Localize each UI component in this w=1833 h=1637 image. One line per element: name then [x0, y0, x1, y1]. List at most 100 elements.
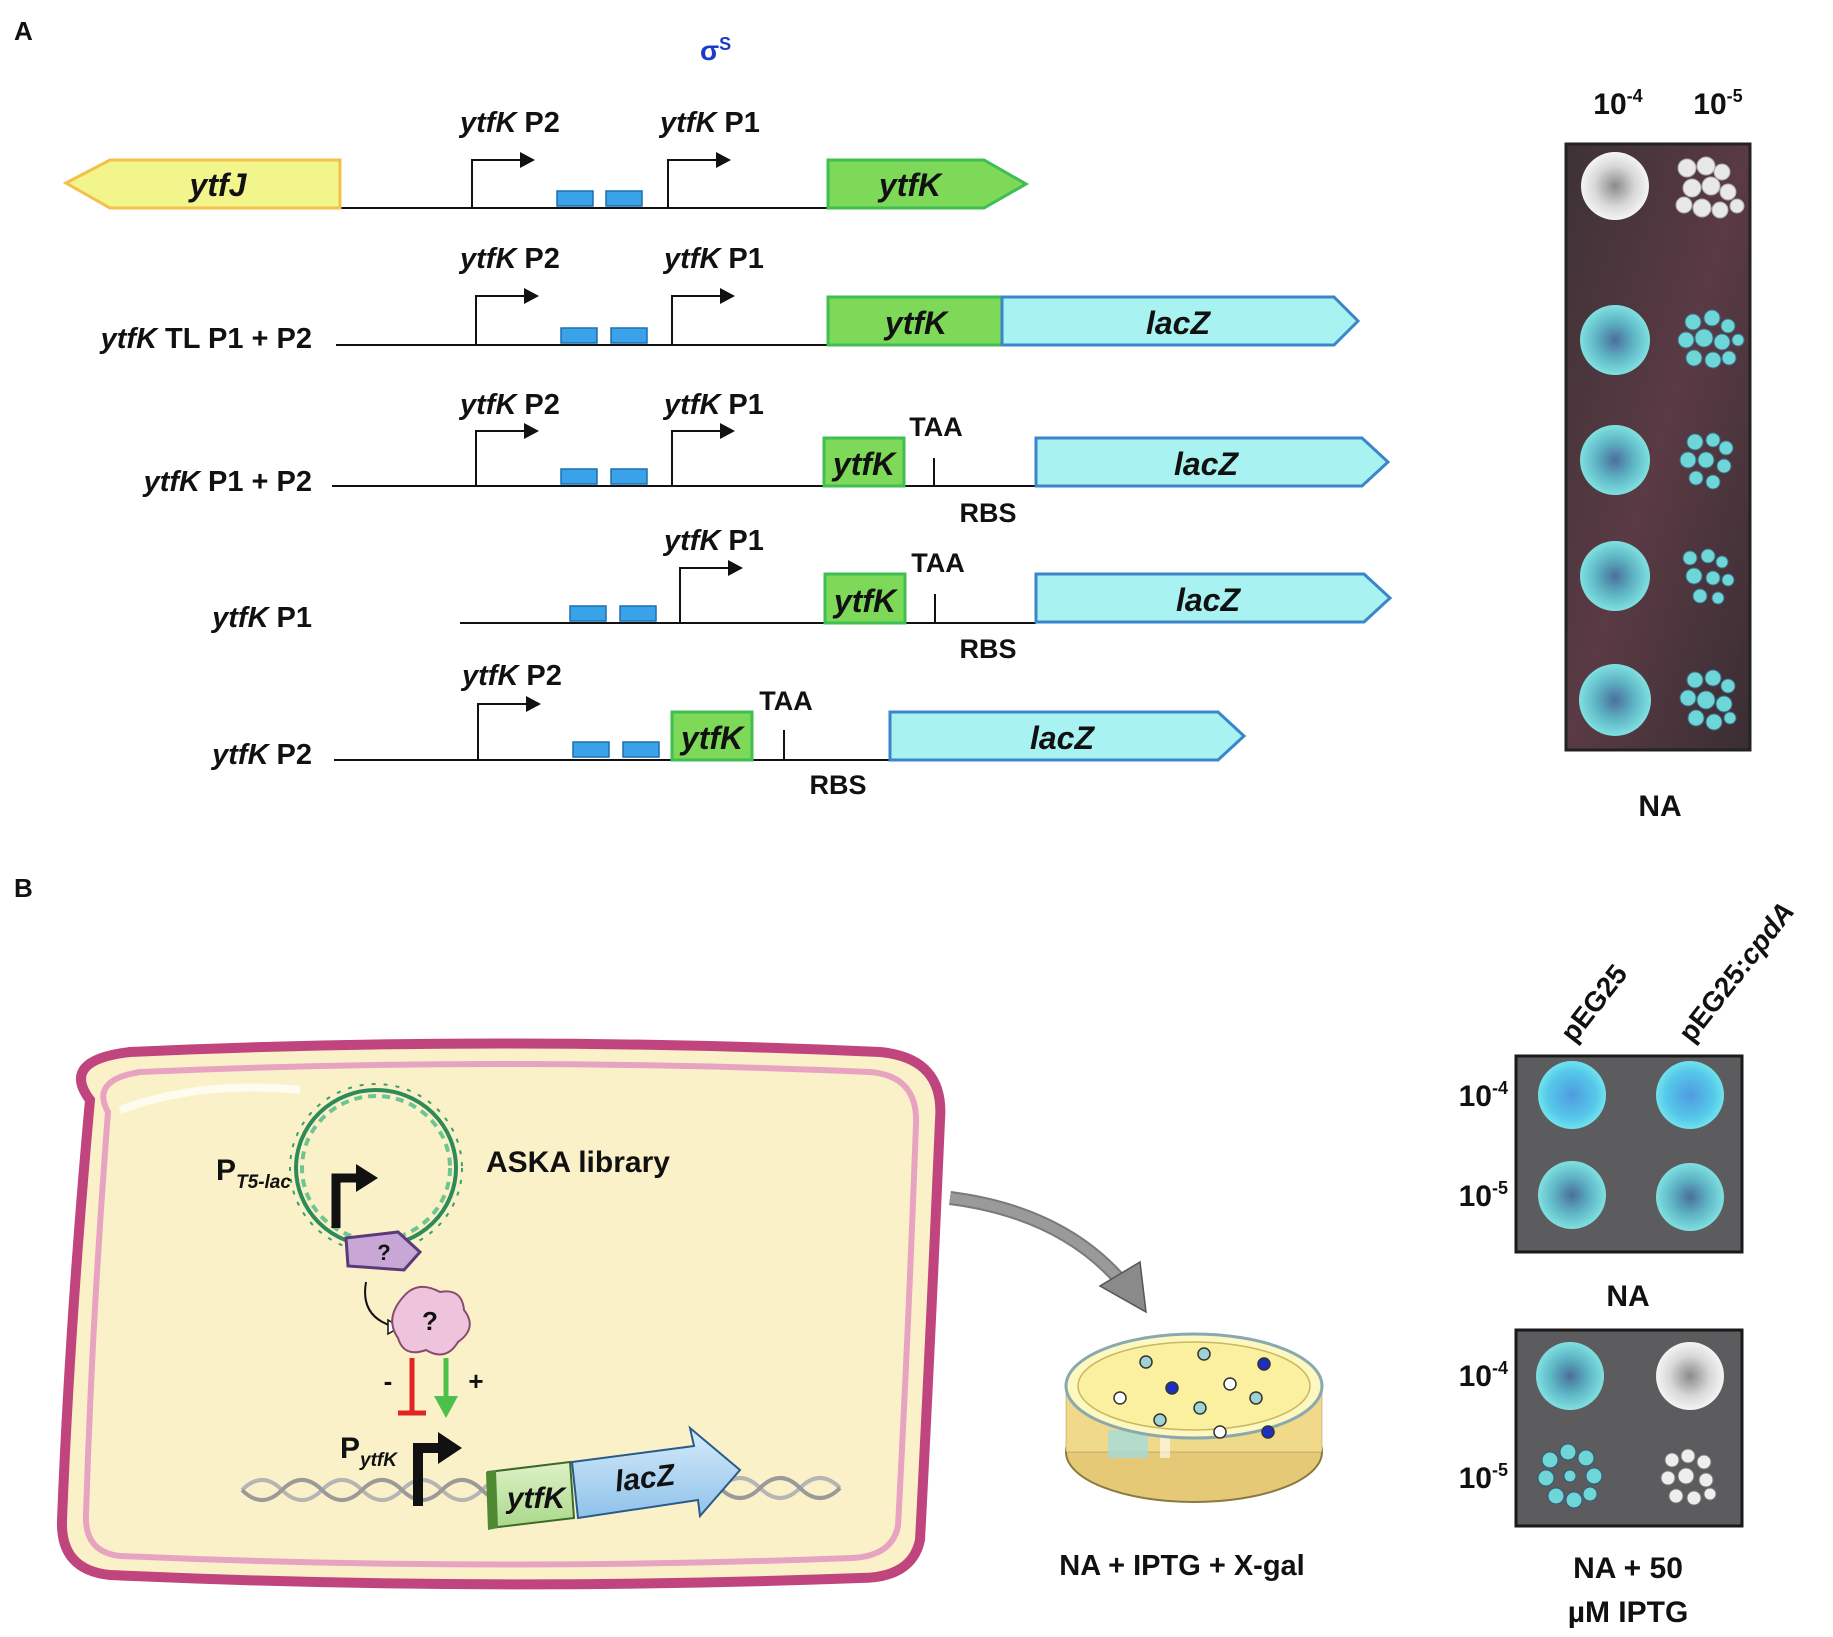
plate-b2-dilution-4: 10-4	[1459, 1358, 1508, 1393]
ytfk-label: ytfK	[832, 583, 899, 619]
unknown-gene-mark: ?	[377, 1240, 390, 1265]
spot-row4-col2	[1682, 548, 1735, 605]
rbs-label: RBS	[809, 770, 866, 800]
spot-row5-col1	[1579, 664, 1651, 736]
minus-sign: -	[384, 1366, 393, 1396]
plate-b1-dilution-5: 10-5	[1459, 1178, 1508, 1213]
ytfk-label: ytfK	[883, 305, 950, 341]
plate-b1-medium-label: NA	[1606, 1280, 1649, 1313]
sigma-box-2	[610, 327, 648, 344]
dilution-label-1: 10-4	[1593, 86, 1642, 121]
sigma-box-2	[605, 190, 643, 207]
sigma-box-1	[560, 468, 598, 485]
cell-envelope	[56, 1038, 946, 1590]
dish-medium-label: NA + IPTG + X-gal	[1059, 1550, 1304, 1582]
lacz-label: lacZ	[1174, 446, 1239, 482]
taa-label: TAA	[909, 412, 963, 442]
petri-dish	[1064, 1332, 1324, 1503]
panel-b-label: B	[14, 873, 33, 903]
pytfk-promoter-arrow	[413, 1443, 440, 1506]
ytfj-label: ytfJ	[188, 167, 248, 203]
plate-b1-dilution-4: 10-4	[1459, 1078, 1508, 1113]
panel-a-label: A	[14, 16, 33, 46]
promoter-p2-arrow	[471, 159, 520, 208]
panel-a-plate: 10-4 10-5	[1564, 86, 1752, 823]
ytfk-label: ytfK	[877, 167, 944, 203]
spot-row1-col1	[1581, 152, 1649, 220]
lacz-gene-arrow	[1034, 572, 1393, 624]
sigma-box-1	[560, 327, 598, 344]
unknown-gene-arrow	[344, 1230, 423, 1272]
spot-row3-col1	[1580, 425, 1650, 495]
col-header-pEG25: pEG25	[1554, 959, 1633, 1048]
spot-row1-col2	[1675, 156, 1745, 219]
sigma-box-1	[572, 741, 610, 758]
sigma-box-2	[619, 605, 657, 622]
spot-cpdA-iptg-10-4	[1656, 1342, 1724, 1410]
plate-b2-medium-line2: µM IPTG	[1568, 1596, 1689, 1629]
spot-row2-col1	[1580, 305, 1650, 375]
ytfj-gene-arrow	[62, 158, 342, 210]
promoter-p1-arrow	[667, 159, 716, 208]
spot-pEG25-iptg-10-5	[1537, 1443, 1603, 1509]
sigma-box-1	[569, 605, 607, 622]
plate-a-medium-label: NA	[1638, 790, 1681, 823]
pytfk-label: PytfK	[340, 1432, 398, 1471]
sigma-box-2	[610, 468, 648, 485]
spot-pEG25-10-4	[1538, 1061, 1606, 1129]
plus-sign: +	[468, 1366, 483, 1396]
spot-cpdA-10-5	[1656, 1163, 1724, 1231]
ytfk-label: ytfK	[679, 720, 746, 756]
spot-pEG25-iptg-10-4	[1536, 1342, 1604, 1410]
sigma-box-2	[622, 741, 660, 758]
spot-row2-col2	[1677, 309, 1745, 369]
lacz-label: lacZ	[1176, 582, 1241, 618]
dilution-label-2: 10-5	[1693, 86, 1742, 121]
col-header-pEG25-cpdA: pEG25:cpdA	[1672, 896, 1800, 1047]
taa-label: TAA	[911, 548, 965, 578]
rbs-label: RBS	[959, 498, 1016, 528]
ytfk-gene-arrow	[826, 158, 1030, 210]
ytfk-gene-box	[826, 295, 1004, 347]
transfer-arrow	[949, 1191, 1147, 1314]
aska-library-label: ASKA library	[486, 1146, 670, 1179]
lacz-label: lacZ	[1146, 305, 1211, 341]
promoter-p1-arrow	[671, 430, 720, 486]
ytfk-gene-box	[822, 436, 906, 488]
taa-label: TAA	[759, 686, 813, 716]
ytfk-label: ytfK	[831, 446, 898, 482]
pt5-lac-label: PT5-lac	[216, 1154, 291, 1193]
lacz-reporter-label: lacZ	[613, 1458, 678, 1498]
promoter-p2-arrow	[477, 703, 526, 760]
lacz-reporter-gene	[570, 1425, 742, 1520]
lacz-label: lacZ	[1030, 720, 1095, 756]
spot-cpdA-iptg-10-5	[1660, 1448, 1717, 1506]
spot-cpdA-10-4	[1656, 1061, 1724, 1129]
unknown-protein	[391, 1285, 471, 1356]
ytfk-gene-box	[670, 710, 754, 762]
unknown-protein-mark: ?	[422, 1306, 438, 1336]
lacz-gene-arrow	[1000, 295, 1361, 347]
sigma-box-1	[556, 190, 594, 207]
sigma-s-label: σS	[700, 34, 731, 66]
rbs-label: RBS	[959, 634, 1016, 664]
translation-arrow	[364, 1281, 393, 1327]
promoter-p1-arrow	[671, 295, 720, 345]
plate-b2-dilution-5: 10-5	[1459, 1460, 1508, 1495]
